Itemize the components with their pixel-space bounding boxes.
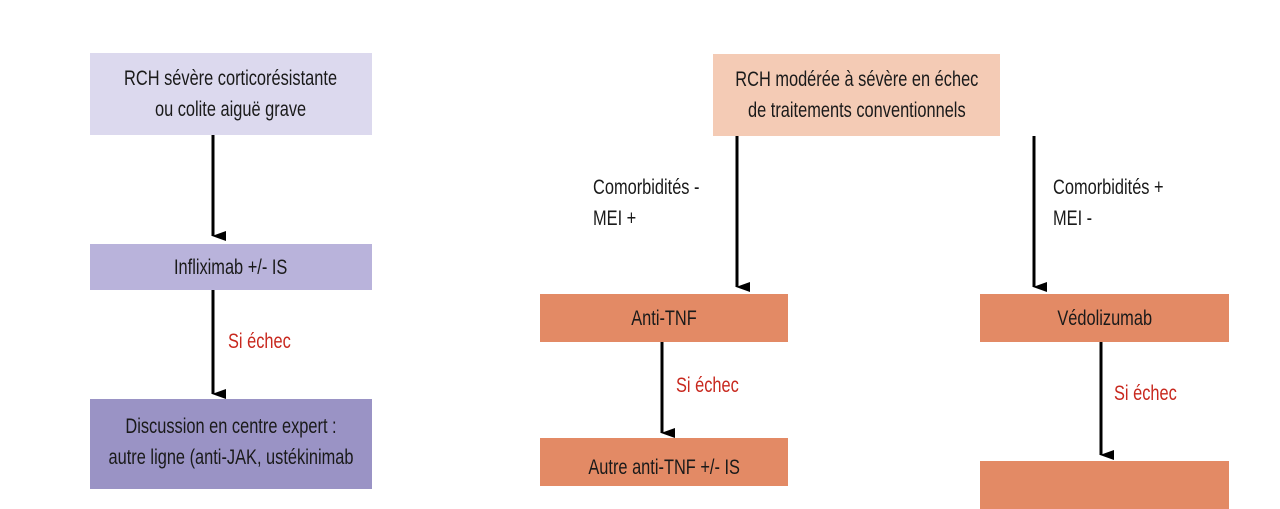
infliximab-box: Infliximab +/- IS <box>90 244 372 290</box>
branch-b-fail-label: Si échec <box>1114 382 1177 405</box>
anti-tnf-box: Anti-TNF <box>540 294 788 342</box>
expert-line1: Discussion en centre expert : <box>125 415 337 438</box>
other-anti-tnf-label: Autre anti-TNF +/- IS <box>588 456 740 479</box>
right-start-line2: de traitements conventionnels <box>747 99 966 122</box>
vedolizumab-label: Védolizumab <box>1057 306 1152 330</box>
anti-tnf-label: Anti-TNF <box>631 306 697 330</box>
branch-a-fail-label: Si échec <box>676 374 739 397</box>
branch-b-condition: Comorbidités +MEI - <box>1053 176 1164 230</box>
left-start-box: RCH sévère corticorésistante ou colite ai… <box>90 53 372 135</box>
expert-discussion-box: Discussion en centre expert : autre ligne… <box>90 399 372 489</box>
branch-b-next-box <box>980 461 1229 509</box>
right-start-line1: RCH modérée à sévère en échec <box>734 68 979 91</box>
infliximab-label: Infliximab +/- IS <box>174 255 288 279</box>
expert-line2: autre ligne (anti-JAK, ustékinimab <box>108 446 354 469</box>
other-anti-tnf-box: Autre anti-TNF +/- IS <box>540 438 788 486</box>
left-start-line1: RCH sévère corticorésistante <box>124 67 338 90</box>
right-start-box: RCH modérée à sévère en échec de traiteme… <box>713 54 1000 136</box>
connector-arrows <box>211 135 1114 460</box>
branch-a-condition: Comorbidités -MEI + <box>593 176 700 230</box>
left-start-line2: ou colite aiguë grave <box>155 98 307 121</box>
vedolizumab-box: Védolizumab <box>980 294 1229 342</box>
left-fail-label: Si échec <box>228 330 291 353</box>
